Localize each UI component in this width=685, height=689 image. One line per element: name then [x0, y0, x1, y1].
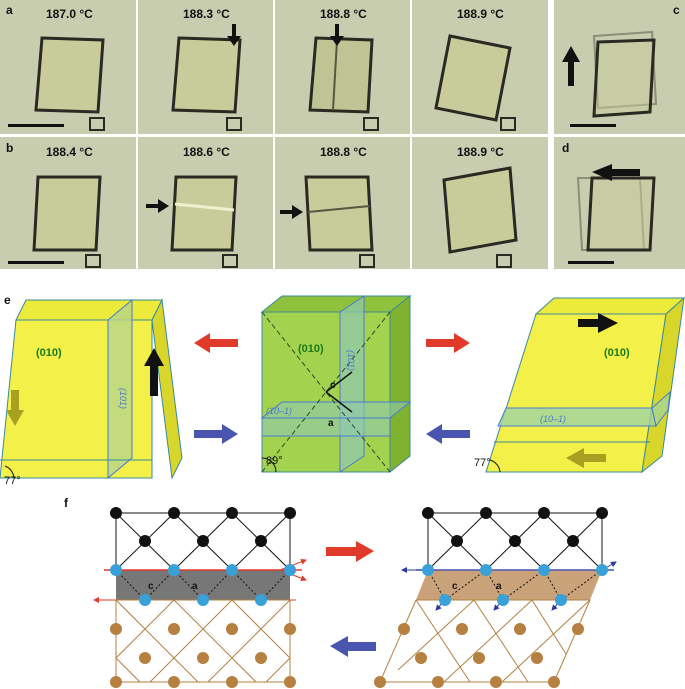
right-arrow-b3	[280, 205, 303, 219]
crystal-b3-twin-line	[307, 205, 371, 213]
down-arrow-a2	[227, 24, 241, 46]
lattice-left-axis-a: a	[192, 581, 198, 592]
red-arrow-f	[326, 541, 374, 562]
crystal-a3	[308, 36, 374, 114]
left-arrow-d	[592, 164, 640, 181]
lattice-left: c a	[93, 507, 307, 688]
right-arrow-b2	[146, 199, 169, 213]
panel-d: d	[554, 137, 685, 269]
down-arrow-a3	[330, 24, 344, 46]
scale-bar-a	[8, 124, 64, 127]
crystal-b4	[442, 166, 518, 254]
crystal-b3	[304, 175, 374, 252]
crystal-d	[586, 176, 656, 252]
crystal-a1	[34, 36, 105, 114]
crystal-e-center-plane-horizontal: (10–1)	[266, 406, 292, 416]
red-arrow-e-1	[194, 333, 238, 353]
panel-b: b 188.4 °C 188.6 °C 188.8 °C 188.9 °C	[0, 137, 548, 269]
crystal-e-center: (010) (101) (10–1) c a 89°	[260, 294, 412, 474]
crystal-e-center-axis-c: c	[330, 380, 336, 391]
blue-arrow-f	[330, 636, 376, 657]
crystal-e-center-face: (010)	[298, 343, 324, 355]
left-arrow-e-right	[566, 448, 606, 468]
scale-bar-c	[570, 124, 616, 127]
panel-d-label: d	[562, 141, 569, 155]
red-arrow-e-2	[426, 333, 470, 353]
panel-b-temp-2: 188.6 °C	[183, 145, 230, 159]
crystal-e-left: (010) (101) 77°	[0, 298, 183, 487]
right-arrow-e-right	[578, 313, 618, 333]
crystal-b2	[170, 175, 238, 252]
panel-c-label: c	[673, 3, 680, 17]
down-arrow-e-left	[6, 390, 24, 426]
panel-a-temp-3: 188.8 °C	[320, 7, 367, 21]
crystal-a3-twin-line	[332, 39, 338, 111]
panel-a-temp-4: 188.9 °C	[457, 7, 504, 21]
panel-e-label: e	[4, 293, 11, 307]
lattice-right: c a	[374, 507, 617, 688]
crystal-c	[592, 38, 656, 118]
blue-arrow-e-1	[194, 424, 238, 444]
scale-bar-b	[8, 261, 64, 264]
crystal-a4	[434, 34, 512, 122]
crystal-e-left-angle: 77°	[4, 475, 21, 487]
crystal-a2	[171, 36, 242, 114]
crystal-e-left-plane: (101)	[118, 388, 128, 409]
crystal-e-right-angle: 77°	[474, 457, 491, 469]
up-arrow-c	[562, 46, 580, 86]
panel-f: f	[64, 496, 617, 688]
crystal-e-left-face: (010)	[36, 347, 62, 359]
up-arrow-e-left	[144, 348, 164, 396]
panel-f-label: f	[64, 496, 69, 510]
crystal-e-right-face: (010)	[604, 347, 630, 359]
panel-c: c	[554, 0, 685, 134]
panel-a-label: a	[6, 3, 13, 17]
crystal-e-right-plane: (10–1)	[540, 414, 566, 424]
panel-b-temp-4: 188.9 °C	[457, 145, 504, 159]
crystal-e-center-plane-vertical: (101)	[346, 350, 356, 371]
crystal-e-center-axis-a: a	[328, 418, 334, 429]
panel-b-label: b	[6, 141, 13, 155]
crystal-e-center-angle: 89°	[266, 455, 283, 467]
crystal-e-right: (010) (10–1) 77°	[474, 296, 685, 474]
panel-a-temp-1: 187.0 °C	[46, 7, 93, 21]
blue-arrow-e-2	[426, 424, 470, 444]
panel-b-temp-1: 188.4 °C	[46, 145, 93, 159]
crystal-b1	[32, 175, 102, 252]
panel-b-temp-3: 188.8 °C	[320, 145, 367, 159]
panel-a: a 187.0 °C 188.3 °C 188.8 °C 188.9 °C	[0, 0, 548, 134]
scale-bar-d	[568, 261, 614, 264]
lattice-left-axis-c: c	[148, 581, 154, 592]
panel-a-temp-2: 188.3 °C	[183, 7, 230, 21]
panel-e: e (010) (101) 77°	[0, 293, 685, 487]
lattice-right-axis-c: c	[452, 581, 458, 592]
lattice-right-axis-a: a	[496, 581, 502, 592]
crystal-b2-twin-line	[174, 202, 235, 212]
